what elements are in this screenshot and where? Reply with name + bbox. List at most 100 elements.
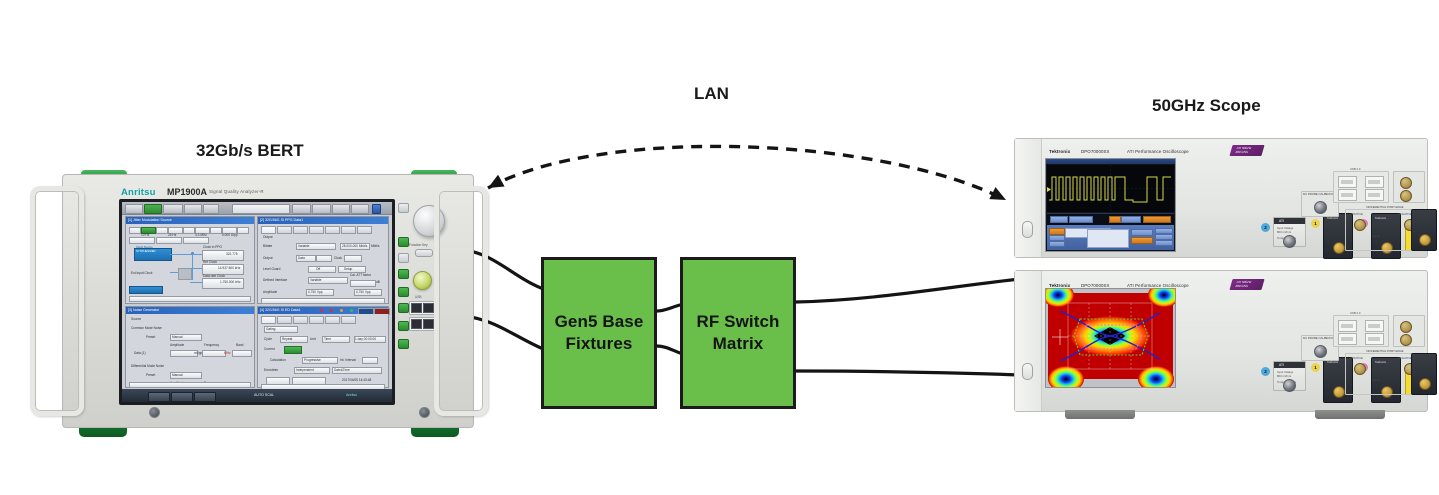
instrument-bert-mp1900a[interactable]: Anritsu MP1900A Signal Quality Analyzer-… bbox=[24, 168, 488, 442]
probe-connector-icon[interactable] bbox=[1333, 386, 1345, 398]
tab-emphasis bbox=[277, 226, 292, 234]
bert-power-button[interactable] bbox=[413, 271, 432, 290]
toolbar-auto-button[interactable] bbox=[351, 204, 369, 214]
panel-button[interactable] bbox=[1155, 240, 1173, 246]
panel-tabs[interactable] bbox=[261, 316, 356, 324]
scope-usb-group[interactable]: USB 2.0 bbox=[1333, 167, 1389, 203]
bert-handle-right[interactable] bbox=[434, 186, 488, 416]
scope-power-indicator[interactable] bbox=[1022, 363, 1033, 380]
scope-probe-module-1[interactable]: Tektronix bbox=[1323, 213, 1353, 259]
aux-probe-connector-icon[interactable] bbox=[1419, 378, 1431, 390]
bert-usb-port-pair[interactable] bbox=[409, 317, 435, 331]
bert-touchscreen[interactable]: [1] Jitter Modulation Source 10 Hz bbox=[122, 202, 392, 402]
bert-slot-button[interactable] bbox=[398, 321, 409, 331]
scope-display-menubar[interactable] bbox=[1046, 159, 1175, 164]
usb-label: USB 2.0 bbox=[1350, 311, 1361, 315]
label-scope: 50GHz Scope bbox=[1152, 96, 1261, 115]
panel-ppg-output[interactable]: [2] 32G/56G SI PPG Data1 Output Bitrate bbox=[257, 216, 389, 304]
scope-bottom-display[interactable] bbox=[1042, 283, 1180, 392]
bert-rotary-knob[interactable] bbox=[413, 205, 445, 237]
panel-tab[interactable] bbox=[1049, 241, 1065, 247]
bert-slot-button[interactable] bbox=[398, 287, 409, 297]
scope-probe-module-3[interactable]: Tektronix bbox=[1371, 357, 1401, 403]
panel-tab-active[interactable] bbox=[1049, 228, 1065, 235]
aux-probe-connector-icon[interactable] bbox=[1419, 234, 1431, 246]
panel-tabs[interactable] bbox=[261, 226, 372, 234]
scope-channel-2[interactable]: 2 bbox=[1261, 223, 1270, 232]
bert-slot-button[interactable] bbox=[398, 253, 409, 263]
bert-slot-button[interactable] bbox=[398, 303, 409, 313]
aux-jack-2[interactable] bbox=[1400, 334, 1412, 346]
probe-connector-icon[interactable] bbox=[1381, 242, 1393, 254]
toolbar-output-button[interactable] bbox=[144, 204, 162, 214]
scope-control-panel[interactable] bbox=[1047, 225, 1174, 250]
panel-noise-generator[interactable]: [3] Noise Generator Source Common Mode N… bbox=[125, 306, 255, 388]
panel-button[interactable] bbox=[1155, 228, 1173, 234]
diff-pos-connector[interactable] bbox=[1354, 363, 1366, 375]
scope-probe-module-3[interactable]: Tektronix bbox=[1371, 213, 1401, 259]
statusbar-button[interactable] bbox=[148, 391, 170, 402]
toolbar-stop-button[interactable] bbox=[312, 204, 331, 214]
group-label: Common Mode Noise bbox=[131, 326, 162, 330]
field-label: Calculation bbox=[270, 358, 286, 362]
toolbar-sync-button[interactable] bbox=[332, 204, 350, 214]
panel-button[interactable] bbox=[1131, 237, 1153, 244]
bert-handle-left[interactable] bbox=[30, 186, 84, 416]
scope-aux-probe-module[interactable] bbox=[1411, 353, 1437, 395]
aux-jack-1[interactable] bbox=[1400, 321, 1412, 333]
statusbar-button[interactable] bbox=[171, 391, 193, 402]
bert-slot-button[interactable] bbox=[398, 269, 409, 279]
scope-dc-probe-cal-block[interactable]: DC PROBE CALIBRATION bbox=[1301, 191, 1339, 217]
scope-aux-block[interactable] bbox=[1393, 171, 1425, 203]
aux-jack-1[interactable] bbox=[1400, 177, 1412, 189]
aux-jack-2[interactable] bbox=[1400, 190, 1412, 202]
toolbar-start-button[interactable] bbox=[292, 204, 311, 214]
toolbar-menu-button[interactable] bbox=[125, 204, 143, 214]
bert-statusbar[interactable]: AUTO SCAL Anritsu bbox=[122, 389, 392, 402]
panel-tab[interactable] bbox=[1049, 235, 1065, 241]
statusbar-button[interactable] bbox=[194, 391, 216, 402]
probe-brand: Tektronix bbox=[1327, 216, 1339, 220]
probe-connector-icon[interactable] bbox=[1381, 386, 1393, 398]
dc-probe-cal-connector[interactable] bbox=[1314, 345, 1327, 358]
bert-usb-port-pair[interactable] bbox=[409, 301, 435, 315]
panel-button[interactable] bbox=[1131, 229, 1153, 236]
toolbar-application-selector[interactable] bbox=[232, 204, 290, 214]
scope-dc-probe-cal-block[interactable]: DC PROBE CALIBRATION bbox=[1301, 335, 1339, 361]
scope-ati-connector[interactable] bbox=[1283, 379, 1296, 392]
field-label: Gating bbox=[266, 327, 276, 331]
toolbar-misc-button[interactable] bbox=[184, 204, 202, 214]
toolbar-help-button[interactable] bbox=[372, 204, 381, 214]
diff-pos-connector[interactable] bbox=[1354, 219, 1366, 231]
scope-channel-1[interactable]: 1 bbox=[1311, 363, 1320, 372]
clock-source-value: SYNTHESIZER bbox=[136, 249, 156, 253]
diff-port-label: DIFFERENTIAL PORT EDGE bbox=[1366, 349, 1404, 353]
bert-slot-button[interactable] bbox=[398, 237, 409, 247]
ati-label: ATI bbox=[1279, 363, 1285, 367]
bert-function-key[interactable] bbox=[415, 249, 433, 257]
scope-usb-group[interactable]: USB 2.0 bbox=[1333, 311, 1389, 347]
scope-ati-connector[interactable] bbox=[1283, 235, 1296, 248]
panel-jitter-modulation-source[interactable]: [1] Jitter Modulation Source 10 Hz bbox=[125, 216, 255, 304]
panel-ed-result[interactable]: [4] 32G/56G SI ED Data1 bbox=[257, 306, 390, 390]
toolbar-autoadjust-button[interactable] bbox=[163, 204, 183, 214]
dc-probe-cal-connector[interactable] bbox=[1314, 201, 1327, 214]
toolbar-misc2-button[interactable] bbox=[203, 204, 219, 214]
scope-top-display[interactable] bbox=[1045, 158, 1176, 252]
scope-power-indicator[interactable] bbox=[1022, 221, 1033, 238]
bert-toolbar[interactable] bbox=[122, 202, 392, 215]
bert-slot-button[interactable] bbox=[398, 339, 409, 349]
panel-button[interactable] bbox=[1155, 234, 1173, 240]
diff-pos-label: POSITIVE bbox=[1350, 356, 1363, 360]
bert-slot-button[interactable] bbox=[398, 203, 409, 213]
instrument-scope-bottom[interactable]: Tektronix DPO70000SX ATI Performance Osc… bbox=[1014, 270, 1437, 419]
scope-channel-2[interactable]: 2 bbox=[1261, 367, 1270, 376]
probe-connector-icon[interactable] bbox=[1333, 242, 1345, 254]
scope-aux-block[interactable] bbox=[1393, 315, 1425, 347]
scope-aux-probe-module[interactable] bbox=[1411, 209, 1437, 251]
scope-channel-1[interactable]: 1 bbox=[1311, 219, 1320, 228]
tab-precode bbox=[325, 226, 340, 234]
